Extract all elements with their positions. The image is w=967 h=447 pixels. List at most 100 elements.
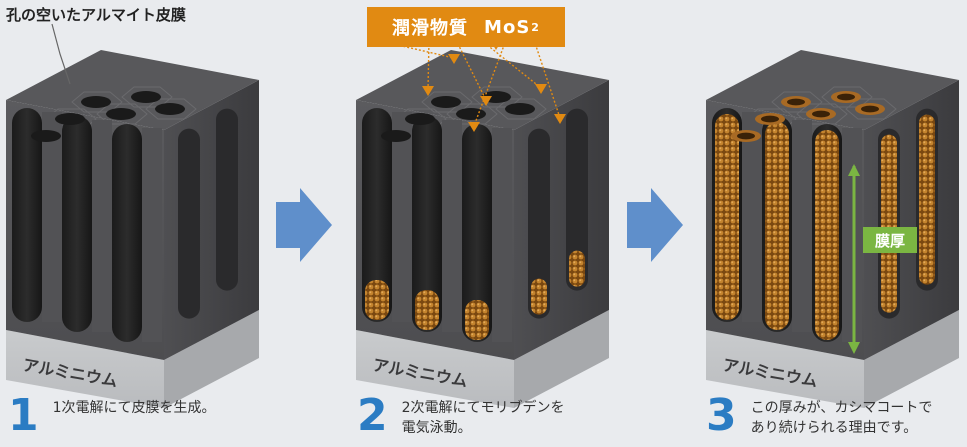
side-pore-channel bbox=[566, 108, 588, 291]
pore-opening bbox=[81, 96, 111, 108]
block-2: アルミニウム bbox=[356, 39, 609, 408]
process-arrow-1 bbox=[276, 188, 332, 262]
side-pore-channel bbox=[178, 128, 200, 319]
channel-wall bbox=[492, 128, 512, 342]
mos2-arrowhead bbox=[468, 122, 480, 132]
channel-wall bbox=[742, 112, 762, 322]
pore-channel bbox=[362, 108, 392, 322]
mos2-full-fill bbox=[881, 134, 897, 313]
step-2: 2 2次電解にてモリブデンを 電気泳動。 bbox=[357, 394, 565, 438]
label-pointer-line bbox=[51, 23, 71, 85]
step-2-number: 2 bbox=[357, 390, 388, 441]
mos2-flow-line bbox=[480, 39, 542, 89]
mos2-partial-fill bbox=[365, 280, 389, 320]
pore-opening bbox=[405, 113, 435, 125]
aluminium-side bbox=[864, 310, 959, 408]
pore-core bbox=[861, 105, 879, 113]
step-2-caption-line: 2次電解にてモリブデンを bbox=[401, 400, 565, 416]
cell-outline bbox=[471, 86, 523, 108]
aluminium-front bbox=[356, 330, 514, 408]
block-3: アルミニウム bbox=[706, 50, 959, 408]
cell-outline bbox=[71, 91, 123, 113]
aluminium-front bbox=[6, 330, 164, 408]
step-2-caption: 2次電解にてモリブデンを 電気泳動。 bbox=[402, 394, 565, 438]
aluminium-side bbox=[514, 310, 609, 408]
channel-wall bbox=[392, 112, 412, 322]
pore-core bbox=[787, 98, 805, 106]
pore-core bbox=[737, 132, 755, 140]
mos2-full-fill bbox=[919, 114, 935, 285]
mos2-arrowhead bbox=[480, 96, 492, 106]
side-pore-channel bbox=[528, 128, 550, 319]
pore-opening bbox=[456, 108, 486, 120]
step-3-number: 3 bbox=[706, 390, 737, 441]
pore-opening bbox=[505, 103, 535, 115]
film-top bbox=[706, 50, 959, 130]
step-3-caption: この厚みが、カシマコートで あり続けられる理由です。 bbox=[751, 394, 933, 438]
cell-outline bbox=[771, 91, 823, 113]
mos2-partial-fill bbox=[531, 278, 547, 315]
mos2-flow-line bbox=[533, 39, 561, 119]
channel-wall bbox=[792, 120, 812, 332]
step-1-caption-line: 1次電解にて皮膜を生成。 bbox=[52, 400, 216, 416]
lubricant-label: 潤滑物質 bbox=[392, 18, 469, 39]
step-3-caption-line: この厚みが、カシマコートで bbox=[750, 400, 933, 416]
mos2-arrowhead bbox=[448, 54, 460, 64]
pore-opening bbox=[131, 91, 161, 103]
pore-opening bbox=[55, 113, 85, 125]
block-1: アルミニウム bbox=[6, 50, 259, 408]
channel-wall bbox=[842, 128, 862, 342]
mos2-full-fill bbox=[765, 122, 789, 330]
mos2-arrowhead bbox=[535, 84, 547, 94]
film-top bbox=[6, 50, 259, 130]
cell-outline bbox=[821, 86, 873, 108]
pore-core bbox=[761, 115, 779, 123]
aluminium-front bbox=[706, 330, 864, 408]
cell-outline bbox=[121, 86, 173, 108]
pore-core bbox=[837, 93, 855, 101]
pore-core bbox=[812, 110, 830, 118]
pore-opening bbox=[155, 103, 185, 115]
mos2-arrowhead bbox=[422, 86, 434, 96]
pore-channel bbox=[112, 124, 142, 342]
pore-opening bbox=[106, 108, 136, 120]
pore-channel bbox=[412, 116, 442, 332]
process-arrow-2 bbox=[627, 188, 683, 262]
thickness-arrow-top bbox=[848, 164, 860, 176]
mos2-arrowhead bbox=[554, 114, 566, 124]
side-pore-channel bbox=[216, 108, 238, 291]
channel-wall bbox=[92, 120, 112, 332]
cell-outline bbox=[421, 91, 473, 113]
mos2-subscript: 2 bbox=[531, 20, 540, 34]
mos2-formula: MoS bbox=[484, 16, 531, 38]
step-3-caption-line: あり続けられる理由です。 bbox=[750, 420, 918, 436]
step-2-caption-line: 電気泳動。 bbox=[401, 420, 472, 436]
step-1: 1 1次電解にて皮膜を生成。 bbox=[8, 394, 216, 438]
mos2-full-fill bbox=[815, 130, 839, 340]
pore-channel bbox=[12, 108, 42, 322]
step-1-number: 1 bbox=[8, 390, 39, 441]
mos2-partial-fill bbox=[569, 250, 585, 287]
aluminium-side bbox=[164, 310, 259, 408]
pore-opening bbox=[431, 96, 461, 108]
porous-film-label: 孔の空いたアルマイト皮膜 bbox=[6, 6, 186, 24]
film-thickness-label: 膜厚 bbox=[863, 227, 917, 253]
step-1-caption: 1次電解にて皮膜を生成。 bbox=[53, 394, 216, 418]
pore-opening bbox=[31, 130, 61, 142]
channel-wall bbox=[142, 128, 162, 342]
channel-wall bbox=[42, 112, 62, 322]
mos2-partial-fill bbox=[465, 300, 489, 340]
pore-channel bbox=[462, 124, 492, 342]
mos2-flow-line bbox=[455, 39, 487, 101]
mos2-flow-line bbox=[427, 39, 430, 91]
channel-wall bbox=[442, 120, 462, 332]
mos2-flow-line bbox=[473, 39, 507, 127]
pore-opening bbox=[381, 130, 411, 142]
thickness-arrow-bottom bbox=[848, 342, 860, 354]
mos2-partial-fill bbox=[415, 290, 439, 330]
mos2-full-fill bbox=[715, 114, 739, 320]
step-3: 3 この厚みが、カシマコートで あり続けられる理由です。 bbox=[706, 394, 932, 438]
